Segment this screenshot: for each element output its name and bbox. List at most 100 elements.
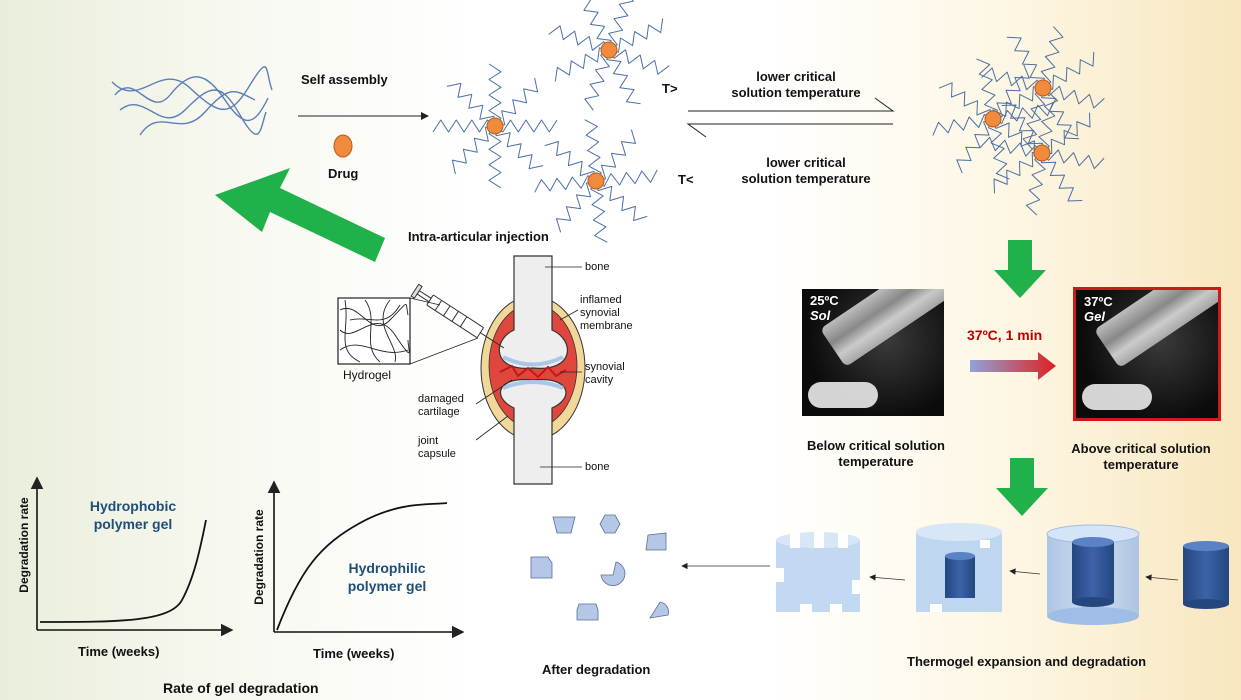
- mesh-fiber: [349, 304, 401, 321]
- polymer-arm: [432, 119, 496, 133]
- mesh-fiber: [339, 323, 410, 353]
- polymer-arm: [987, 118, 1010, 180]
- hydrophobic-series-label: Hydrophobic polymer gel: [89, 498, 177, 532]
- self-assembly-label: Self assembly: [301, 72, 388, 87]
- chart1-xlabel: Time (weeks): [78, 644, 160, 659]
- t-greater-label: T>: [662, 81, 678, 96]
- polymer-arm: [534, 175, 597, 193]
- transition-label: 37ºC, 1 min: [967, 327, 1043, 343]
- polymer-arm: [446, 82, 496, 127]
- micelle-core: [486, 117, 504, 135]
- polymer-arm: [956, 118, 994, 174]
- mesh-fiber: [339, 344, 409, 353]
- hydrophilic-series-label: Hydrophilic polymer gel: [347, 560, 427, 594]
- polymer-arm: [1040, 26, 1064, 89]
- polymer-arm: [608, 18, 664, 53]
- polymer-arm: [938, 82, 994, 120]
- polymer-arm: [1022, 87, 1046, 150]
- gel-state: Gel: [1084, 309, 1105, 324]
- micelle-core: [1033, 144, 1051, 162]
- polymer-arm: [590, 180, 608, 243]
- polymer-arm: [544, 141, 597, 182]
- thermogel-label: Thermogel expansion and degradation: [907, 654, 1147, 669]
- polymer-arm: [554, 47, 610, 82]
- gel-temp: 37ºC: [1084, 294, 1113, 309]
- drug-label: Drug: [328, 166, 359, 181]
- transition-arrow: [970, 352, 1056, 380]
- mesh-fiber: [339, 303, 409, 327]
- drug-icon: [333, 134, 353, 158]
- polymer-arm: [1001, 104, 1043, 154]
- polymer-arm: [992, 102, 1054, 125]
- polymer-arm: [595, 180, 648, 221]
- polymer-arm: [451, 125, 496, 175]
- polymer-arm: [992, 64, 1030, 120]
- polymer-arm: [1042, 85, 1105, 109]
- below-critical-label: Below critical solution temperature: [807, 438, 945, 469]
- polymer-arm: [979, 136, 1043, 157]
- charts-caption: Rate of gel degradation: [163, 680, 319, 696]
- polymer-arm: [595, 129, 636, 182]
- lcst-upper-line2: solution temperature: [731, 85, 861, 100]
- polymer-arm: [993, 152, 1043, 194]
- hydrogel-mesh: [337, 297, 479, 365]
- chart1-ylabel: Degradation rate: [17, 497, 31, 593]
- lcst-lower-line1: lower critical: [766, 155, 846, 170]
- polymer-arm: [548, 25, 610, 51]
- polymer-arm: [606, 49, 641, 105]
- lcst-lower-line2: solution temperature: [741, 171, 871, 186]
- hydrogel-label: Hydrogel: [343, 368, 392, 382]
- sol-temp: 25ºC: [810, 293, 839, 308]
- mesh-fiber: [344, 299, 361, 363]
- green-arrow-down-1: [994, 240, 1046, 298]
- polymer-arm: [1041, 87, 1080, 140]
- polymer-arm: [494, 119, 558, 133]
- mesh-fiber: [382, 299, 396, 363]
- cartilage-label: damaged cartilage: [418, 393, 464, 418]
- micelle-core: [1034, 79, 1052, 97]
- degradation-sequence: [681, 523, 1229, 625]
- polymer-arm: [1038, 90, 1059, 154]
- polymer-arm: [608, 0, 634, 51]
- syringe-icon: [410, 283, 505, 349]
- polymer-arm: [595, 169, 658, 187]
- inflamed-label: inflamed synovial membrane: [580, 294, 633, 332]
- polymer-arm: [494, 125, 544, 170]
- polymer-arm: [583, 0, 612, 51]
- polymer-arm: [1041, 152, 1083, 202]
- after-degradation-label: After degradation: [542, 662, 651, 677]
- capsule-label: joint capsule: [418, 435, 456, 460]
- green-arrow-return: [215, 168, 385, 262]
- polymer-arm: [584, 119, 602, 182]
- chart2-ylabel: Degradation rate: [252, 509, 266, 605]
- joint-illustration: [475, 255, 586, 485]
- polymer-arm: [1042, 51, 1095, 90]
- chart-hydrophilic: [267, 480, 465, 639]
- lcst-upper-label: lower critical solution temperature: [718, 69, 874, 101]
- polymer-arm: [488, 125, 502, 189]
- cavity-label: synovial cavity: [585, 361, 625, 386]
- sol-state: Sol: [810, 308, 831, 323]
- bone-bottom-label: bone: [585, 461, 610, 473]
- hydrophobic-curve: [39, 519, 207, 623]
- degraded-fragments: [530, 514, 669, 621]
- mesh-fiber: [364, 299, 381, 363]
- polymer-arm: [976, 58, 999, 120]
- chart-hydrophobic: [30, 476, 234, 637]
- polymer-arm: [1041, 149, 1105, 170]
- polymer-arm: [981, 67, 1044, 91]
- polymer-arm: [932, 113, 994, 136]
- micelle-core: [587, 172, 605, 190]
- micelles: [432, 0, 1105, 243]
- polymer-arm: [1041, 112, 1091, 154]
- chart2-xlabel: Time (weeks): [313, 646, 395, 661]
- bone-top-label: bone: [585, 261, 610, 273]
- polymer-arm: [556, 180, 597, 233]
- green-arrow-down-2: [996, 458, 1048, 516]
- above-critical-label: Above critical solution temperature: [1071, 441, 1211, 472]
- lcst-upper-line1: lower critical: [756, 69, 836, 84]
